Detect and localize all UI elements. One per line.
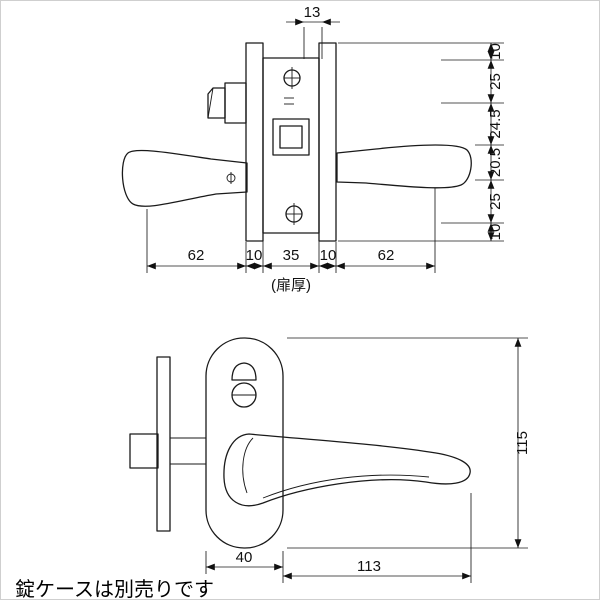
dim-label-right-205: 20.5 [487, 148, 504, 177]
front-view-dimensions: 115 40 113 [205, 337, 531, 583]
top-view-dimensions: 13 10 25 24.5 20.5 25 10 [146, 4, 504, 294]
left-lever-handle [121, 149, 248, 207]
thumbturn [231, 362, 257, 408]
front-view [129, 337, 471, 549]
latch-bolt [207, 82, 247, 124]
dim-top-13: 13 [286, 4, 340, 59]
right-rose-plate [318, 42, 337, 242]
dim-label-right-10b: 10 [487, 224, 504, 241]
front-lever-handle [223, 433, 471, 507]
dim-label-bottom-10b: 10 [320, 247, 337, 264]
case-stamp-marks [284, 97, 294, 105]
door-thickness-label: (扉厚) [271, 277, 311, 294]
dim-label-40: 40 [236, 549, 253, 566]
oval-escutcheon-plate [205, 337, 284, 549]
spindle-end-block [129, 433, 159, 469]
top-section-view [121, 42, 472, 242]
lock-case [262, 57, 320, 234]
dim-label-bottom-62a: 62 [188, 247, 205, 264]
dim-label-right-25a: 25 [487, 73, 504, 90]
spindle-follower-hole [272, 118, 310, 156]
dim-label-right-10a: 10 [487, 43, 504, 60]
dim-label-115: 115 [514, 431, 531, 455]
dim-label-113: 113 [357, 558, 381, 575]
dim-height-115: 115 [287, 337, 531, 549]
dim-label-bottom-62b: 62 [378, 247, 395, 264]
dim-label-top-13: 13 [304, 4, 321, 21]
bottom-screw [285, 203, 303, 225]
top-screw [283, 67, 301, 89]
sold-separately-caption: 錠ケースは別売りです [15, 578, 214, 599]
dim-label-right-25b: 25 [487, 193, 504, 210]
dim-label-right-245: 24.5 [487, 109, 504, 138]
left-rose-plate [245, 42, 264, 242]
mounting-plate-edge [156, 356, 171, 532]
dim-label-bottom-35: 35 [283, 247, 300, 264]
dim-bottom-chain: 62 10 35 10 62 (扉厚) [146, 188, 436, 294]
right-lever-handle [336, 144, 472, 189]
dim-length-113: 113 [282, 493, 472, 583]
dim-right-chain: 10 25 24.5 20.5 25 10 [338, 42, 504, 242]
dim-label-bottom-10a: 10 [246, 247, 263, 264]
dim-width-40: 40 [205, 549, 284, 583]
